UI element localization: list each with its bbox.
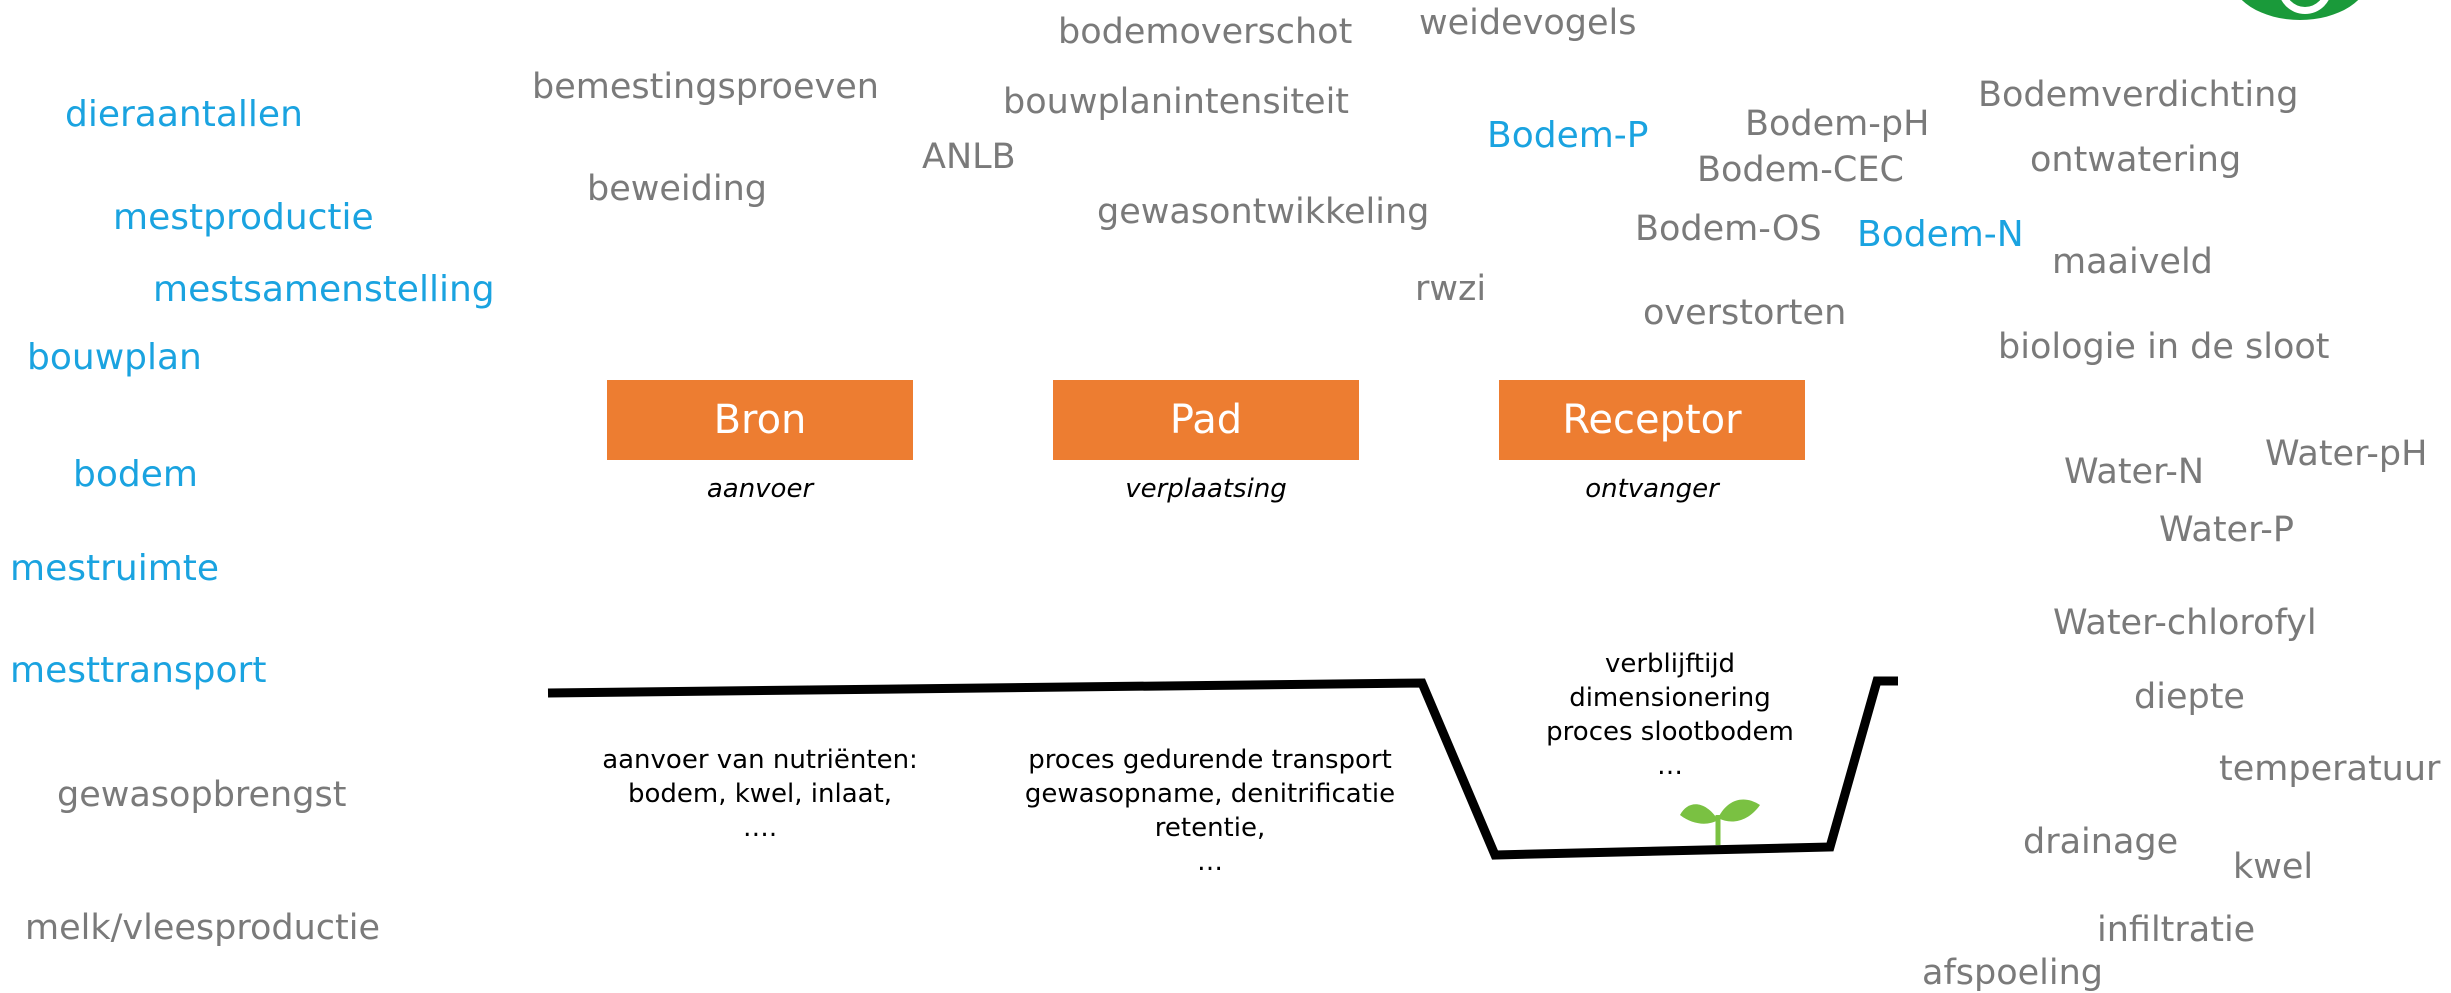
term-water-chlorofyl: Water-chlorofyl — [2053, 603, 2317, 643]
term-mestsamenstelling: mestsamenstelling — [153, 269, 495, 310]
term-bodem-ph: Bodem-pH — [1745, 104, 1930, 144]
term-beweiding: beweiding — [587, 169, 767, 209]
term-water-ph: Water-pH — [2265, 434, 2428, 474]
term-bodem-cec: Bodem-CEC — [1697, 150, 1904, 190]
term-bodem: bodem — [73, 454, 198, 495]
term-mestproductie: mestproductie — [113, 197, 374, 238]
term-water-p: Water-P — [2159, 510, 2294, 550]
term-anlb: ANLB — [922, 137, 1016, 177]
term-gewasontwikkeling: gewasontwikkeling — [1097, 192, 1430, 232]
term-weidevogels: weidevogels — [1419, 3, 1637, 43]
term-temperatuur: temperatuur — [2219, 749, 2441, 789]
term-overstorten: overstorten — [1643, 293, 1847, 333]
term-biologie-in-de-sloot: biologie in de sloot — [1998, 327, 2330, 367]
bron-description: aanvoer van nutriënten: bodem, kwel, inl… — [602, 745, 918, 843]
term-bemestingsproeven: bemestingsproeven — [532, 67, 879, 107]
term-melk-vleesproductie: melk/vleesproductie — [25, 908, 381, 948]
term-kwel: kwel — [2233, 847, 2314, 887]
term-diepte: diepte — [2134, 677, 2245, 717]
term-rwzi: rwzi — [1415, 269, 1487, 309]
term-bodem-p: Bodem-P — [1487, 115, 1649, 156]
term-bodemoverschot: bodemoverschot — [1058, 12, 1353, 52]
term-infiltratie: infiltratie — [2097, 910, 2256, 950]
term-bodem-os: Bodem-OS — [1635, 209, 1822, 249]
stage-pad-box: Pad — [1053, 380, 1359, 460]
stage-receptor-subtitle: ontvanger — [1585, 474, 1719, 504]
stage-bron-subtitle: aanvoer — [706, 474, 814, 504]
term-afspoeling: afspoeling — [1922, 953, 2104, 993]
stage-receptor-box: Receptor — [1499, 380, 1805, 460]
term-gewasopbrengst: gewasopbrengst — [57, 775, 347, 815]
term-mestruimte: mestruimte — [10, 548, 220, 589]
receptor-description: verblijftijd dimensionering proces sloot… — [1546, 649, 1794, 781]
term-bouwplan: bouwplan — [27, 337, 202, 378]
term-water-n: Water-N — [2064, 452, 2205, 492]
term-mesttransport: mesttransport — [10, 650, 267, 691]
seedling-icon — [1680, 799, 1760, 845]
ditch-profile-line — [547, 676, 1898, 860]
pad-description: proces gedurende transport gewasopname, … — [1024, 745, 1396, 877]
term-dieraantallen: dieraantallen — [65, 94, 303, 135]
term-ontwatering: ontwatering — [2030, 140, 2242, 180]
term-bouwplanintensiteit: bouwplanintensiteit — [1003, 82, 1350, 122]
term-bodemverdichting: Bodemverdichting — [1978, 75, 2299, 115]
term-bodem-n: Bodem-N — [1857, 214, 2024, 255]
stage-bron-box: Bron — [607, 380, 913, 460]
term-maaiveld: maaiveld — [2052, 242, 2213, 282]
term-drainage: drainage — [2023, 822, 2179, 862]
stage-pad-subtitle: verplaatsing — [1125, 474, 1287, 504]
